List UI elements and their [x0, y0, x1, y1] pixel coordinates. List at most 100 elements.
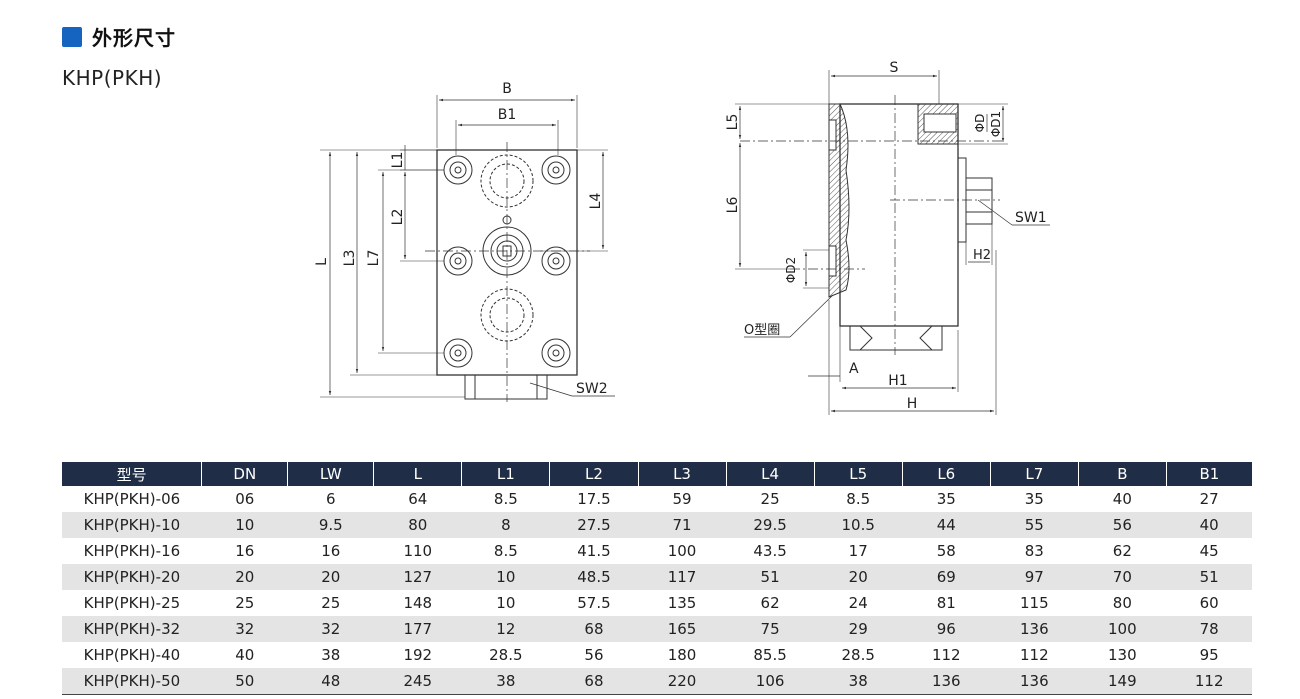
label-L2: L2 [390, 209, 406, 226]
table-cell: 95 [1199, 646, 1219, 664]
table-cell: 24 [848, 594, 868, 612]
front-centerlines [425, 142, 590, 402]
table-cell: 245 [373, 668, 462, 695]
label-L: L [314, 258, 330, 266]
table-cell: 64 [408, 490, 428, 508]
col-header-model: 型号 [62, 462, 202, 486]
side-plug-hex [965, 177, 993, 225]
table-cell: 58 [936, 542, 956, 560]
table-cell: 16 [235, 542, 255, 560]
bolt-bottom-right [541, 338, 571, 368]
table-cell: 8 [461, 512, 550, 538]
table-cell: 10 [496, 594, 516, 612]
table-cell: 8.5 [493, 542, 518, 560]
table-cell: 10.5 [814, 512, 903, 538]
col-header-b: B [1077, 462, 1167, 486]
table-cell: 62 [760, 594, 780, 612]
table-cell: 8.5 [846, 490, 871, 508]
table-cell: 60 [1199, 594, 1219, 612]
table-cell-model: KHP(PKH)-40 [83, 646, 181, 664]
model-subtitle: KHP(PKH) [62, 66, 163, 90]
table-cell: 62 [1112, 542, 1132, 560]
table-cell: 81 [936, 594, 956, 612]
table-cell: 149 [1078, 668, 1167, 695]
table-cell: 56 [1078, 512, 1167, 538]
table-cell-model: KHP(PKH)-25 [83, 594, 181, 612]
table-cell: 56 [584, 646, 604, 664]
table-cell: 38 [461, 668, 550, 695]
table-cell: 100 [667, 542, 697, 560]
bolt-top-right [541, 155, 571, 185]
section-header: 外形尺寸 [62, 22, 176, 51]
table-cell: 57.5 [577, 594, 611, 612]
table-cell: 148 [403, 594, 433, 612]
table-cell: 35 [936, 490, 956, 508]
table-cell: 165 [638, 616, 727, 642]
table-cell: 80 [373, 512, 462, 538]
table-cell: 27.5 [549, 512, 639, 538]
table-cell: 117 [638, 564, 727, 590]
label-phi-D1: ΦD1 [989, 111, 1003, 137]
label-phi-D2: ΦD2 [784, 257, 798, 283]
table-cell: 20 [287, 564, 374, 590]
label-H2: H2 [973, 248, 991, 263]
table-cell: 25 [321, 594, 341, 612]
label-B1: B1 [498, 107, 517, 123]
table-cell: 41.5 [577, 542, 611, 560]
table-cell: 9.5 [287, 512, 374, 538]
table-cell: 80 [1112, 594, 1132, 612]
table-cell: 32 [201, 616, 288, 642]
section-marker-icon [62, 26, 82, 47]
col-header-l3: L3 [637, 462, 727, 486]
table-cell-model: KHP(PKH)-20 [62, 564, 202, 590]
table-cell: 136 [902, 668, 991, 695]
dimension-table: 型号 DN LW L L1 L2 L3 L4 L5 L6 L7 B B1 KHP… [62, 462, 1252, 695]
table-cell: 25 [235, 594, 255, 612]
port-bottom-hidden [480, 288, 534, 342]
table-cell: 38 [814, 668, 903, 695]
table-cell-model: KHP(PKH)-16 [83, 542, 181, 560]
col-header-dn: DN [201, 462, 288, 486]
table-cell: 16 [321, 542, 341, 560]
table-cell: 28.5 [489, 646, 523, 664]
table-header-row: 型号 DN LW L L1 L2 L3 L4 L5 L6 L7 B B1 [62, 462, 1252, 486]
table-cell: 110 [403, 542, 433, 560]
side-view [735, 70, 1050, 415]
col-header-l4: L4 [725, 462, 815, 486]
table-cell: 27 [1199, 490, 1219, 508]
table-cell: 100 [1078, 616, 1167, 642]
front-view [320, 95, 615, 402]
label-L1: L1 [390, 152, 406, 169]
bolt-top-left [443, 155, 473, 185]
label-o-ring: O型圈 [744, 323, 780, 338]
table-cell: 45 [1199, 542, 1219, 560]
table-cell: 29 [814, 616, 903, 642]
table-cell-model: KHP(PKH)-06 [83, 490, 181, 508]
table-cell: 48.5 [549, 564, 639, 590]
table-cell: 220 [638, 668, 727, 695]
table-cell: 25 [760, 490, 780, 508]
table-cell: 136 [990, 616, 1079, 642]
table-cell: 97 [990, 564, 1079, 590]
table-cell: 106 [726, 668, 815, 695]
table-cell: 40 [1112, 490, 1132, 508]
table-cell: 177 [373, 616, 462, 642]
bottom-nut [464, 374, 548, 400]
table-cell: 29.5 [726, 512, 815, 538]
bolt-mid-right [541, 246, 571, 276]
table-cell: 20 [201, 564, 288, 590]
table-cell: 12 [461, 616, 550, 642]
table-cell: 40 [1166, 512, 1252, 538]
col-header-l7: L7 [989, 462, 1079, 486]
table-cell: 32 [287, 616, 374, 642]
table-cell: 192 [403, 646, 433, 664]
col-header-l: L [373, 462, 462, 486]
col-header-l2: L2 [549, 462, 639, 486]
table-cell: 35 [1024, 490, 1044, 508]
table-cell: 70 [1078, 564, 1167, 590]
